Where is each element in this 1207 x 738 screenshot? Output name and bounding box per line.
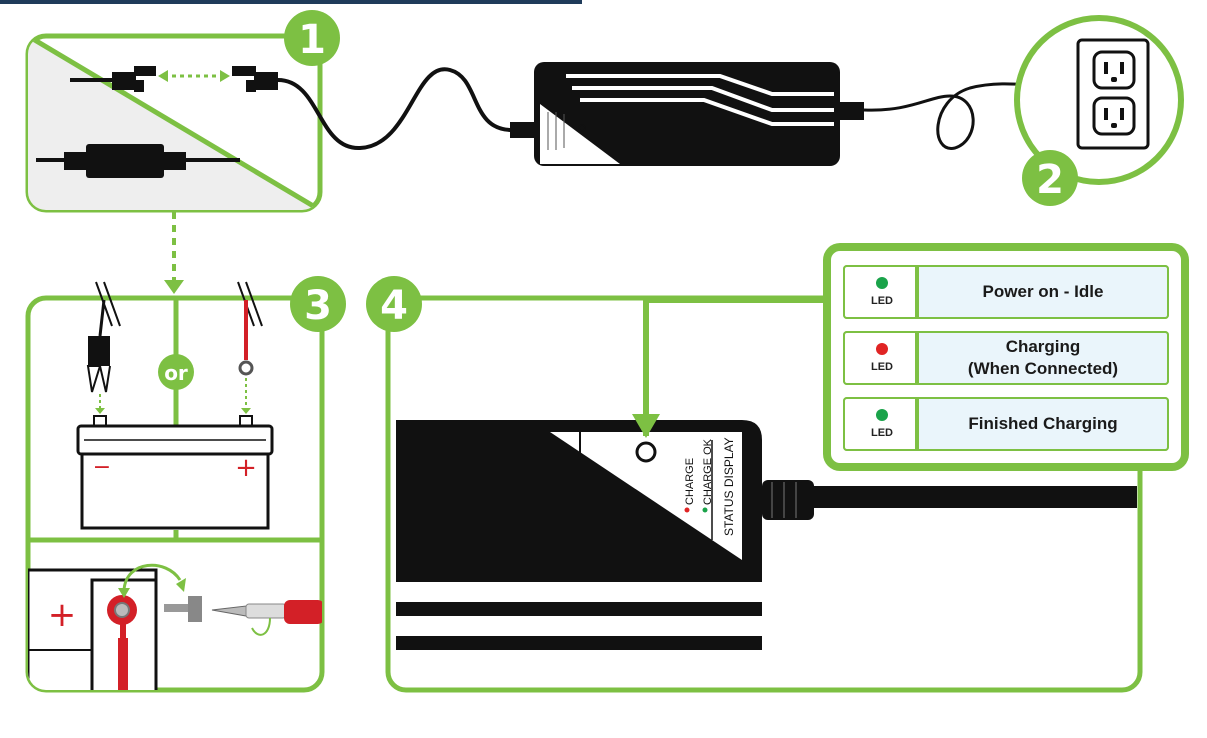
dc-cable	[277, 67, 513, 151]
legend-row-finished: LED Finished Charging	[843, 397, 1169, 451]
led-label: LED	[871, 361, 893, 373]
legend-row-charging: LED Charging (When Connected)	[843, 331, 1169, 385]
battery-positive-sign: +	[235, 453, 257, 483]
callout-pointer	[643, 297, 828, 436]
terminal-positive-sign: +	[48, 595, 77, 635]
legend-row-idle: LED Power on - Idle	[843, 265, 1169, 319]
led-indicator-icon	[876, 409, 888, 421]
led-indicator-icon	[876, 343, 888, 355]
battery-negative-sign: −	[93, 455, 111, 480]
legend-description: Charging (When Connected)	[917, 331, 1169, 385]
panel-1-connectors	[25, 33, 323, 213]
status-display-title: STATUS DISPLAY	[722, 437, 736, 536]
step-badges	[284, 10, 1078, 332]
or-label: or	[164, 361, 188, 385]
legend-description: Power on - Idle	[917, 265, 1169, 319]
top-rule	[0, 0, 582, 4]
led-label: LED	[871, 295, 893, 307]
led-legend: LED Power on - Idle LED Charging (When C…	[826, 246, 1186, 468]
dc-plug	[510, 122, 534, 138]
charger-top	[534, 62, 840, 166]
step-1-number: 1	[298, 17, 326, 63]
led-indicator-icon	[876, 277, 888, 289]
panel-3-terminal-detail	[28, 563, 322, 690]
status-charge-label: CHARGE	[684, 457, 696, 505]
panel-2-outlet	[1014, 15, 1184, 185]
step-4-number: 4	[380, 283, 408, 329]
ac-plug-strain-relief	[840, 102, 864, 120]
led-label: LED	[871, 427, 893, 439]
ac-cable	[863, 82, 1051, 150]
step-2-number: 2	[1036, 157, 1064, 203]
legend-description: Finished Charging	[917, 397, 1169, 451]
step-3-number: 3	[304, 283, 332, 329]
status-charge-ok-label: CHARGE OK	[702, 438, 714, 505]
